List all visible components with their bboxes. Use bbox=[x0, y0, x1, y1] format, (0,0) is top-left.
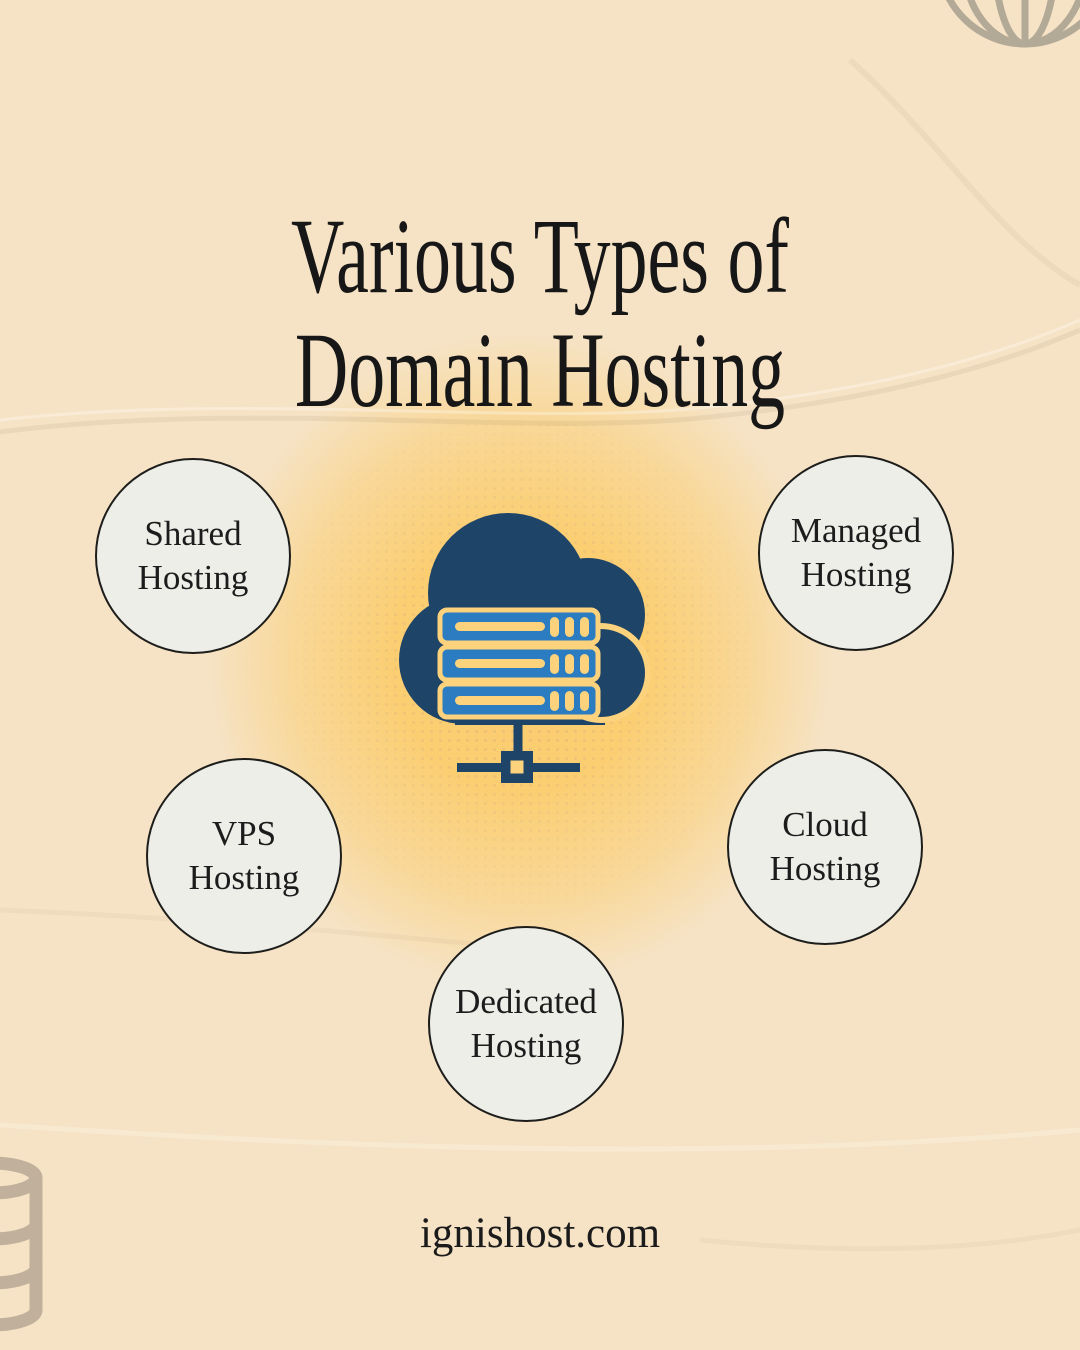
node-label: Hosting bbox=[800, 555, 912, 594]
node-vps-hosting: VPS Hosting bbox=[146, 758, 342, 954]
node-cloud-hosting: Cloud Hosting bbox=[727, 749, 923, 945]
node-managed-hosting: Managed Hosting bbox=[758, 455, 954, 651]
node-label: Shared bbox=[144, 513, 242, 553]
database-stack-icon bbox=[0, 1156, 43, 1332]
node-dedicated-hosting: Dedicated Hosting bbox=[428, 926, 624, 1122]
node-shared-hosting: Shared Hosting bbox=[95, 458, 291, 654]
node-label: VPS bbox=[211, 813, 277, 853]
node-label: Hosting bbox=[470, 1026, 582, 1065]
cloud-server-network-icon bbox=[399, 513, 651, 783]
node-label: Hosting bbox=[137, 558, 249, 597]
node-label: Dedicated bbox=[455, 981, 597, 1021]
title-line-2: Domain Hosting bbox=[294, 312, 786, 431]
title-line-1: Various Types of bbox=[291, 197, 789, 316]
globe-wireframe-icon bbox=[945, 0, 1080, 48]
node-label: Hosting bbox=[188, 858, 300, 897]
page-title: Various Types of Domain Hosting bbox=[0, 197, 1080, 431]
node-label: Cloud bbox=[782, 804, 868, 844]
node-label: Hosting bbox=[769, 849, 881, 888]
node-label: Managed bbox=[790, 510, 922, 550]
website-url: ignishost.com bbox=[419, 1210, 661, 1257]
